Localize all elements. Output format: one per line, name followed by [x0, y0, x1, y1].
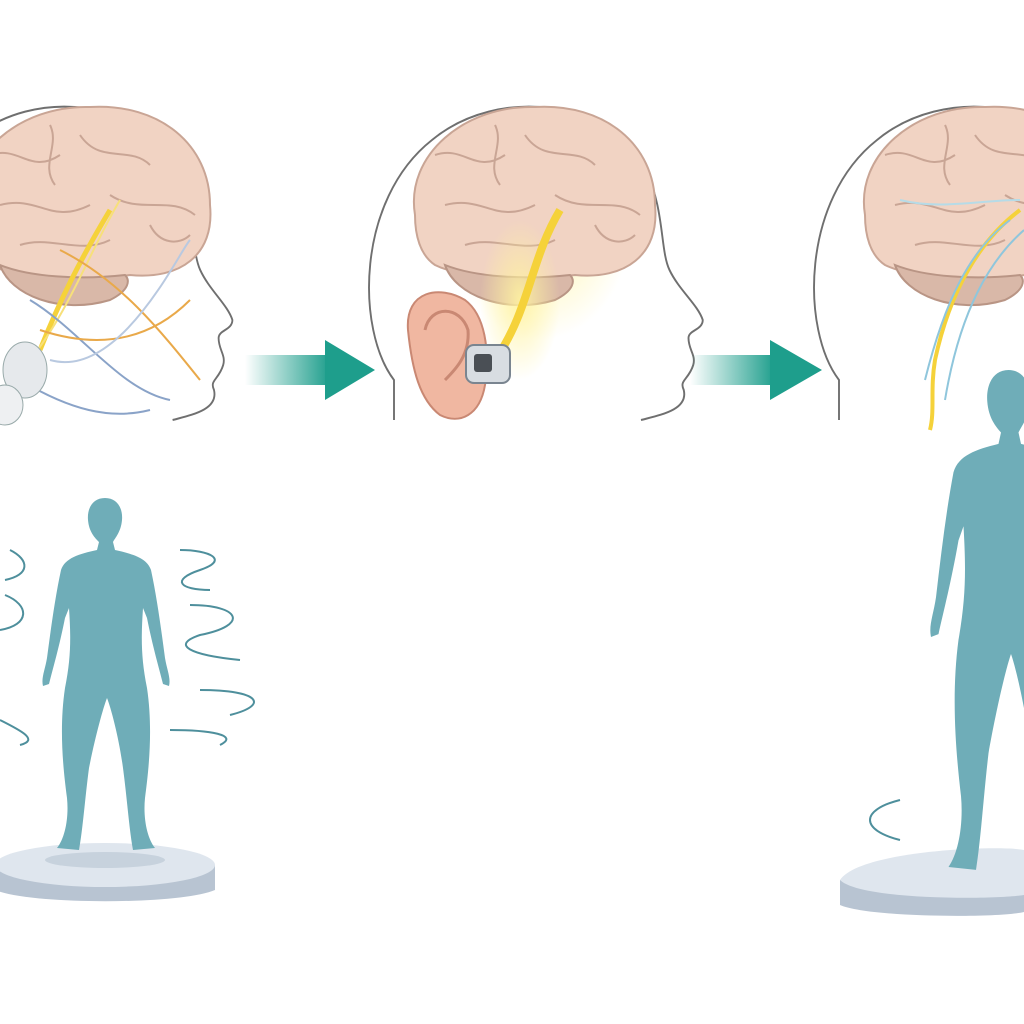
platform-icon [0, 843, 215, 902]
figure-unbalanced [0, 498, 255, 902]
balance-wave-icon [0, 549, 255, 746]
balance-wave-icon [869, 799, 901, 841]
figure-balanced [840, 370, 1024, 916]
inner-ear-icon [2, 341, 48, 399]
inner-ear-icon [0, 384, 24, 426]
nerve-bundle-icon [491, 207, 564, 363]
arrow-right-icon [690, 340, 822, 400]
panel-2-implant-device [368, 105, 704, 422]
arrow-right-icon [245, 340, 375, 400]
panel-1-brain-nerves [0, 105, 234, 426]
panel-3-restored-nerves [813, 105, 1024, 431]
implant-device-icon [465, 344, 511, 384]
brain-icon [0, 105, 212, 307]
human-figure-balanced-icon [930, 370, 1024, 870]
human-figure-unbalanced-icon [42, 498, 170, 850]
platform-icon [840, 848, 1024, 916]
nerve-bundle-icon [899, 199, 1024, 431]
brain-icon [862, 105, 1024, 307]
